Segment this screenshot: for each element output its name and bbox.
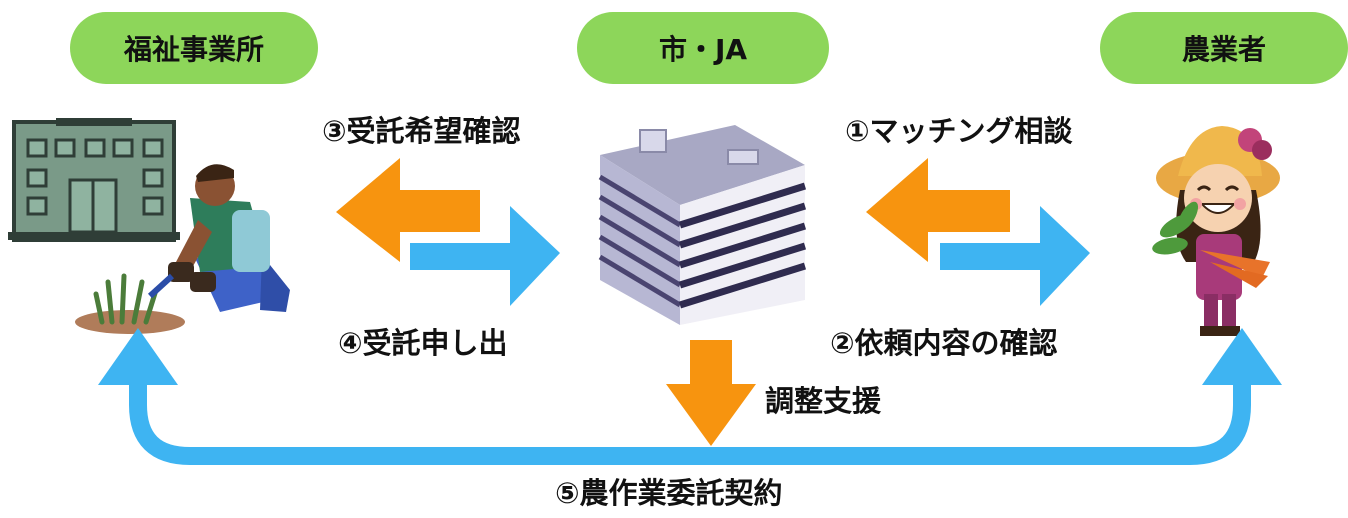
actor-welfare-label: 福祉事業所 bbox=[123, 33, 264, 66]
welfare-building-icon bbox=[8, 118, 180, 242]
step-2-label: ②依頼内容の確認 bbox=[830, 326, 1058, 360]
gardener-icon bbox=[75, 164, 290, 334]
support-label: 調整支援 bbox=[765, 384, 882, 418]
arrow-offer-acceptance bbox=[410, 206, 560, 306]
arrow-confirm-request bbox=[940, 206, 1090, 306]
actor-city-ja-pill: 市・JA bbox=[577, 12, 829, 84]
actor-city-ja-label: 市・JA bbox=[658, 33, 748, 66]
actor-farmer-pill: 農業者 bbox=[1100, 12, 1348, 84]
arrow-matching-consult bbox=[866, 158, 1010, 262]
office-building-icon bbox=[598, 125, 807, 325]
farmer-icon bbox=[1152, 126, 1280, 336]
arrow-coordination-support bbox=[666, 340, 756, 446]
arrow-contract-loop bbox=[98, 328, 1282, 465]
arrow-confirm-intent bbox=[336, 158, 480, 262]
step-4-label: ④受託申し出 bbox=[338, 326, 508, 360]
step-3-label: ③受託希望確認 bbox=[322, 114, 521, 148]
actor-welfare-pill: 福祉事業所 bbox=[70, 12, 318, 84]
actor-farmer-label: 農業者 bbox=[1181, 33, 1266, 66]
step-1-label: ①マッチング相談 bbox=[845, 114, 1073, 148]
step-5-label: ⑤農作業委託契約 bbox=[555, 476, 783, 510]
